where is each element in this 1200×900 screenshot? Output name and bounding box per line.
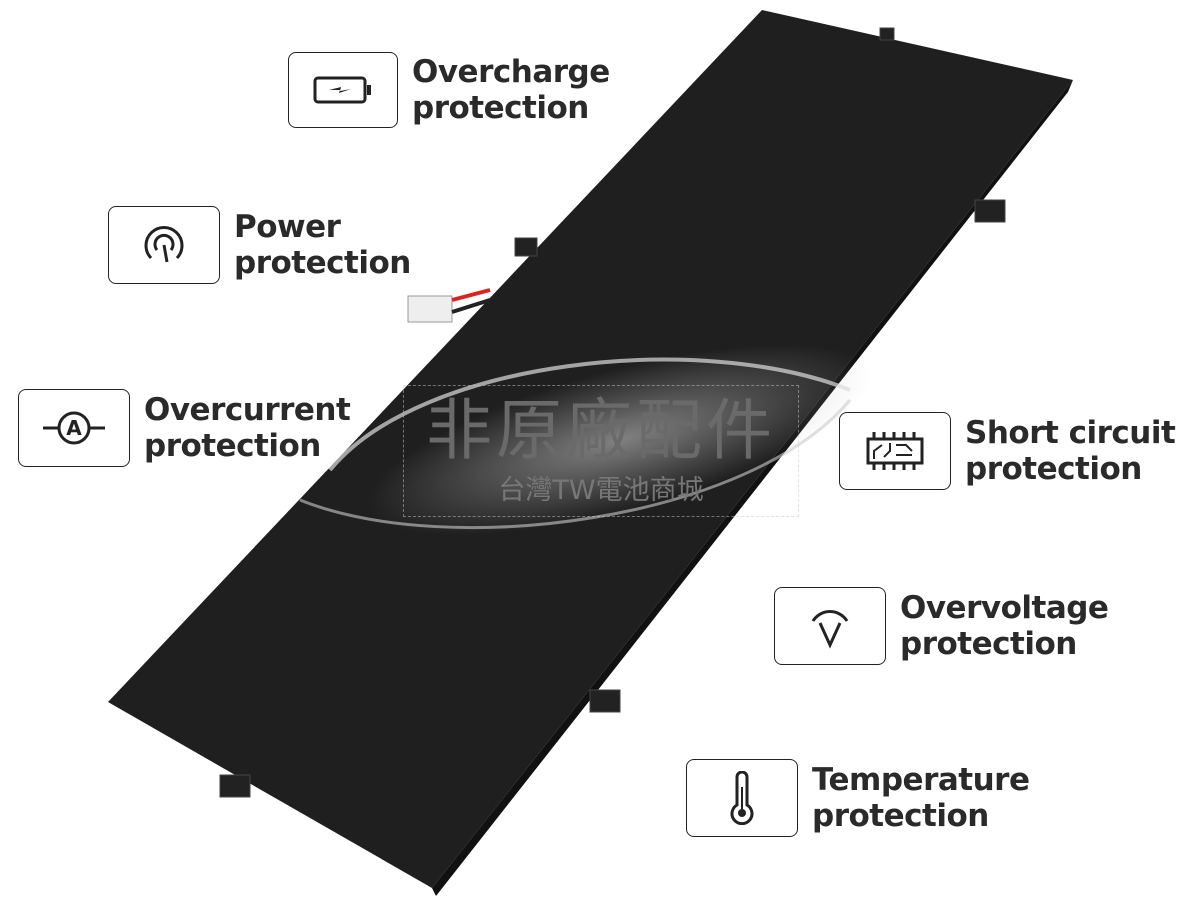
feature-title: Short circuit xyxy=(965,415,1176,451)
watermark: 非原廠配件 台灣TW電池商城 xyxy=(403,385,799,517)
watermark-subtitle: 台灣TW電池商城 xyxy=(498,475,704,506)
feature-subtitle: protection xyxy=(234,245,411,281)
thermometer-icon xyxy=(686,759,798,837)
svg-text:A: A xyxy=(66,416,82,440)
power-gauge-icon xyxy=(108,206,220,284)
connector-cable xyxy=(407,288,491,323)
feature-title: Overvoltage xyxy=(900,590,1109,626)
feature-subtitle: protection xyxy=(965,451,1142,487)
feature-subtitle: protection xyxy=(900,626,1077,662)
feature-title: Temperature xyxy=(812,762,1030,798)
feature-title: Overcurrent xyxy=(144,392,351,428)
feature-subtitle: protection xyxy=(812,798,989,834)
ammeter-icon: A xyxy=(18,389,130,467)
voltage-icon xyxy=(774,587,886,665)
feature-title: Overcharge xyxy=(412,54,610,90)
feature-subtitle: protection xyxy=(412,90,589,126)
circuit-chip-icon xyxy=(839,412,951,490)
watermark-title: 非原廠配件 xyxy=(426,392,776,469)
feature-subtitle: protection xyxy=(144,428,321,464)
battery-charge-icon xyxy=(288,52,398,128)
feature-title: Power xyxy=(234,209,341,245)
